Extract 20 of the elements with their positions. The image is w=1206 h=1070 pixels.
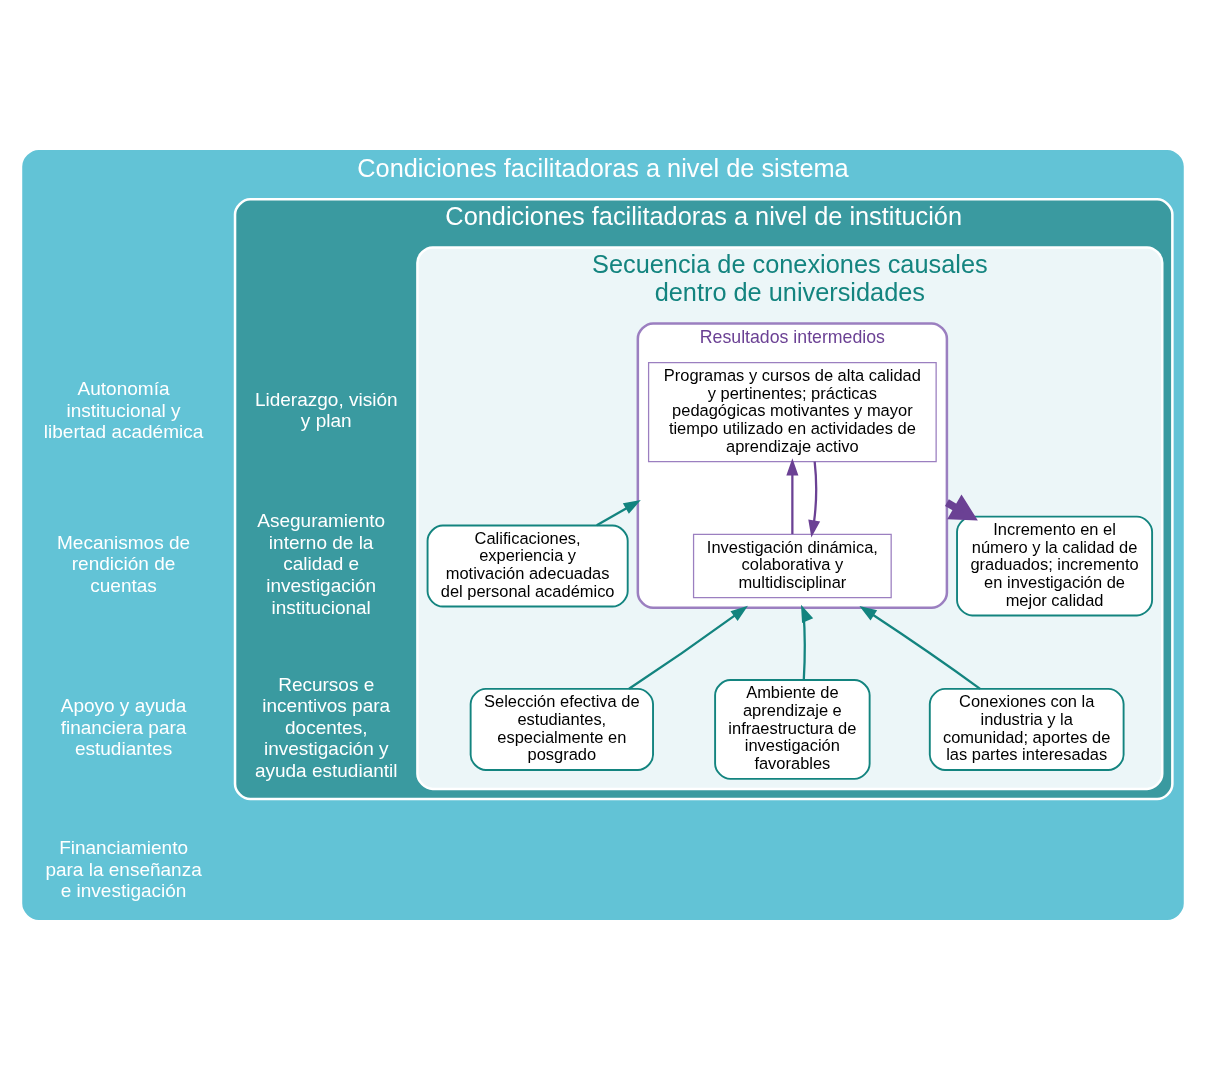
node-box: Calificaciones, experiencia y motivación adecuadas del personal académico — [426, 524, 629, 608]
node-box: Conexiones con la industria y la comunidad; aportes de las partes interesadas — [928, 687, 1125, 771]
label: Autonomía institucional y libertad académica — [43, 378, 204, 443]
label: Aseguramiento interno de la calidad e investigación institucional — [257, 510, 386, 618]
label: Mecanismos de rendición de cuentas — [57, 531, 191, 596]
arrow — [786, 458, 799, 535]
arrow — [628, 605, 748, 690]
node-box: Incremento en el número y la calidad de graduados; incremento en investigación de mejor calidad — [956, 515, 1154, 617]
label: Liderazgo, visión y plan — [254, 388, 398, 432]
label: Apoyo y ayuda financiera para estudiantes — [60, 695, 187, 760]
arrow — [596, 500, 641, 527]
arrow — [801, 604, 814, 680]
arrow — [859, 605, 981, 690]
label: Financiamiento para la enseñanza e investigación — [45, 837, 202, 902]
arrow — [808, 461, 821, 538]
node-box: Selección efectiva de estudiantes, especialmente en posgrado — [469, 687, 654, 771]
label: Recursos e incentivos para docentes, investigación y ayuda estudiantil — [254, 673, 398, 781]
node-box: Programas y cursos de alta calidad y pertinentes; prácticas pedagógicas motivantes y mayor tiempo utilizado en actividades de aprendizaje activo — [647, 362, 937, 463]
node-box: Investigación dinámica, colaborativa y multidisciplinar — [692, 533, 892, 599]
node-box: Ambiente de aprendizaje e infraestructura de investigación favorables — [714, 679, 871, 780]
